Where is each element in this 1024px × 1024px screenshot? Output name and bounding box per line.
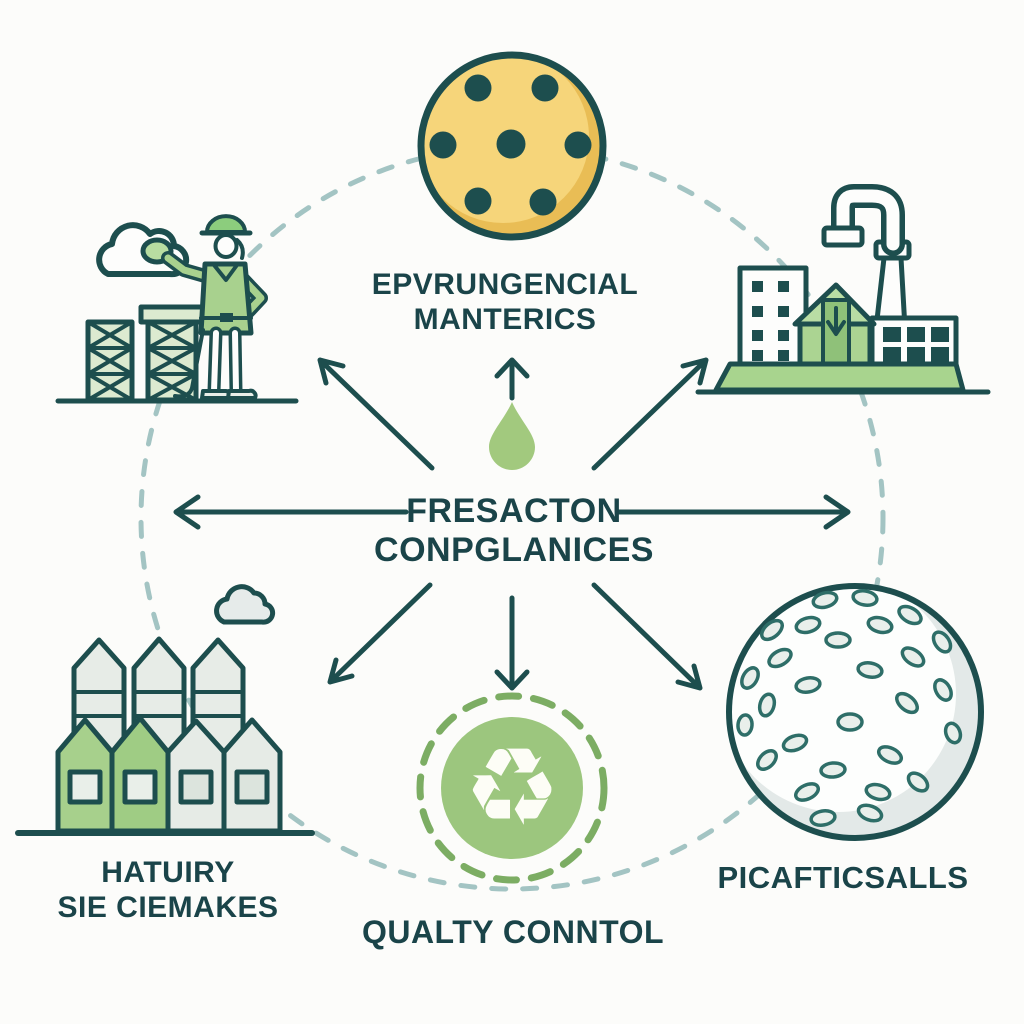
recycling-symbol: ♻ [464,726,561,851]
label-bottom-left-node: HATUIRY SIE CIEMAKES [57,856,278,926]
label-bottom-right-node: PICAFTICSALLS [717,860,968,896]
label-bc-line1: QUALTY CONNTOL [361,914,665,950]
label-bottom-center-node: QUALTY CONNTOL [362,914,664,951]
label-br-line1: PICAFTICSALLS [717,860,969,895]
worker-inspector-icon [55,214,299,404]
pickleball-icon [417,51,607,241]
recycling-icon: ♻ [416,692,608,884]
label-top-line2: MANTERICS [413,302,597,336]
cloud-icon [214,584,276,625]
factory-icon [695,184,991,395]
arrow-icons [173,357,851,691]
golf-ball-icon [726,583,984,841]
label-bl-line1: HATUIRY [101,856,235,889]
label-bl-line2: SIE CIEMAKES [57,890,279,924]
center-hub-line2: CONPGLANICES [374,531,654,570]
label-top-line1: EPVRUNGENCIAL [371,268,639,301]
center-hub-line1: FRESACTON [406,492,622,530]
label-top-node: EPVRUNGENCIAL MANTERICS [372,268,639,338]
silos-icon [15,584,315,836]
label-center-hub: FRESACTON CONPGLANICES [374,492,654,571]
water-drop-icon [489,402,535,470]
